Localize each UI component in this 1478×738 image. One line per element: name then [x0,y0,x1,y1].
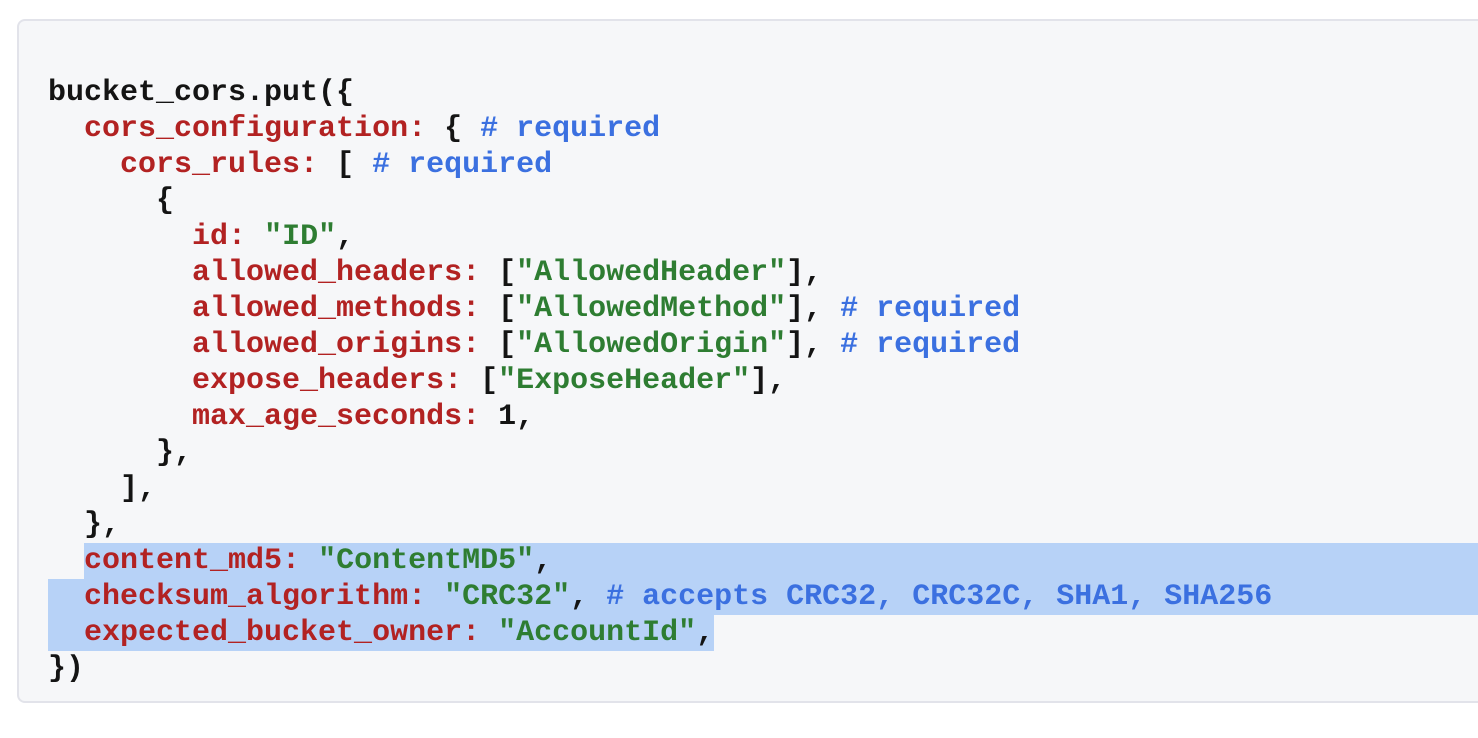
token-key: cors_configuration: [84,112,427,146]
token-plain [48,256,192,290]
token-plain: bucket_cors.put({ [48,76,355,110]
token-str: "AccountId" [498,616,697,650]
token-plain: }) [48,652,85,686]
code-line-17: }) [48,651,1478,687]
code-line-10: max_age_seconds: 1, [48,399,1478,435]
token-key: expected_bucket_owner: [84,616,481,650]
token-plain: ], [786,256,823,290]
token-key: max_age_seconds: [192,400,481,434]
token-str: "AllowedOrigin" [516,328,787,362]
token-plain: [ [480,328,517,362]
token-plain [246,220,264,254]
token-com: # required [840,292,1021,326]
token-plain [48,148,120,182]
token-plain [480,616,498,650]
token-plain [48,580,84,614]
code-line-2: cors_configuration: { # required [48,111,1478,147]
token-key: checksum_algorithm: [84,580,427,614]
token-com: # accepts CRC32, CRC32C, SHA1, SHA256 [606,580,1273,614]
token-plain [48,220,192,254]
selection-highlight [48,615,715,651]
code-line-7: allowed_methods: ["AllowedMethod"], # re… [48,291,1478,327]
token-com: # required [372,148,553,182]
token-key: content_md5: [84,544,301,578]
code-line-5: id: "ID", [48,219,1478,255]
code-line-12: ], [48,471,1478,507]
code-line-13: }, [48,507,1478,543]
token-plain: , [570,580,607,614]
token-plain [48,328,192,362]
token-plain: ], [48,472,157,506]
token-plain: ], [786,292,841,326]
token-str: "AllowedHeader" [516,256,787,290]
selection-highlight [84,543,1478,579]
token-plain [48,544,84,578]
token-plain [48,292,192,326]
token-plain: , [696,616,715,650]
code-line-16: expected_bucket_owner: "AccountId", [48,615,1478,651]
token-plain: , [336,220,355,254]
token-plain: }, [48,508,121,542]
token-key: allowed_origins: [192,328,481,362]
token-plain: { [426,112,481,146]
token-key: id: [192,220,247,254]
token-plain [48,112,84,146]
token-com: # required [480,112,661,146]
code-line-15: checksum_algorithm: "CRC32", # accepts C… [48,579,1478,615]
token-plain [48,364,192,398]
code-block: bucket_cors.put({ cors_configuration: { … [17,19,1478,703]
token-str: "ID" [264,220,337,254]
token-plain [48,400,192,434]
token-plain: [ [318,148,373,182]
token-plain: 1, [480,400,535,434]
token-str: "CRC32" [444,580,571,614]
token-str: "ContentMD5" [318,544,535,578]
token-str: "ExposeHeader" [498,364,751,398]
code-line-11: }, [48,435,1478,471]
code-line-8: allowed_origins: ["AllowedOrigin"], # re… [48,327,1478,363]
code-line-14: content_md5: "ContentMD5", [48,543,1478,579]
token-str: "AllowedMethod" [516,292,787,326]
token-plain: ], [786,328,841,362]
token-plain: [ [462,364,499,398]
token-plain: }, [48,436,193,470]
token-plain: [ [480,292,517,326]
token-key: allowed_methods: [192,292,481,326]
code-line-6: allowed_headers: ["AllowedHeader"], [48,255,1478,291]
token-plain: [ [480,256,517,290]
token-key: allowed_headers: [192,256,481,290]
token-key: expose_headers: [192,364,463,398]
code-line-9: expose_headers: ["ExposeHeader"], [48,363,1478,399]
code[interactable]: bucket_cors.put({ cors_configuration: { … [19,21,1478,687]
token-plain [300,544,318,578]
token-plain: , [534,544,553,578]
code-line-4: { [48,183,1478,219]
selection-highlight [48,579,1478,615]
token-plain [426,580,444,614]
token-plain: { [48,184,175,218]
token-plain: ], [750,364,787,398]
token-plain [48,616,84,650]
code-line-3: cors_rules: [ # required [48,147,1478,183]
token-com: # required [840,328,1021,362]
token-key: cors_rules: [120,148,319,182]
code-line-1: bucket_cors.put({ [48,75,1478,111]
